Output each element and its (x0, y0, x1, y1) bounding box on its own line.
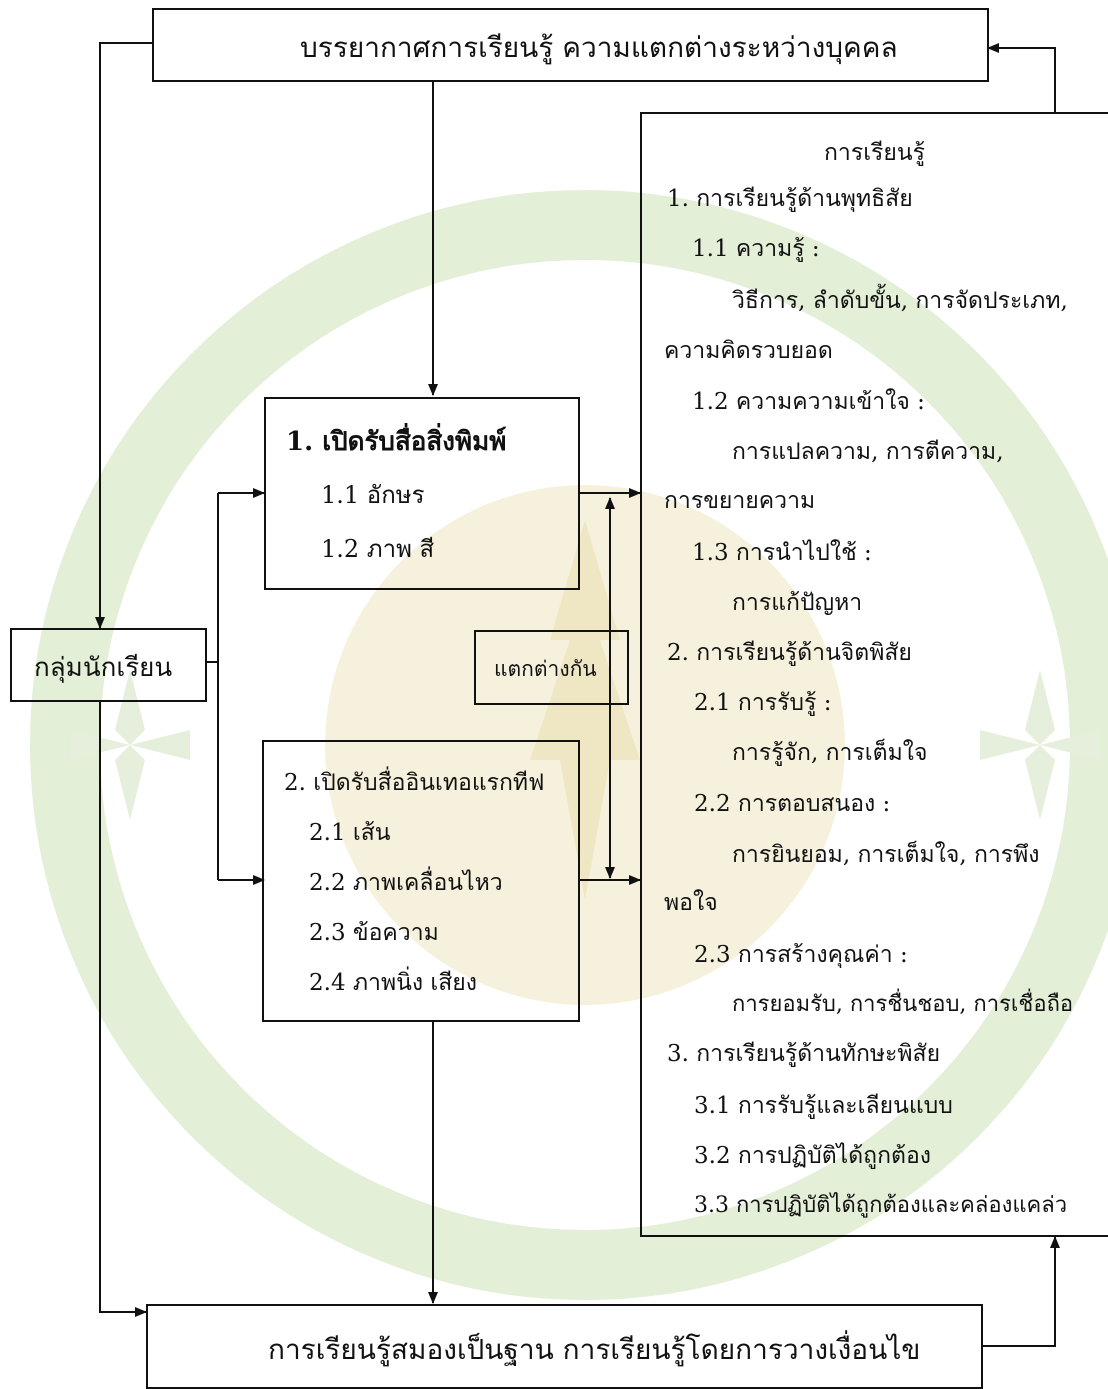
learning-line: 1.2 ความความเข้าใจ : (692, 389, 925, 415)
watermark-ring (30, 190, 1108, 1300)
interactive-media-item: 2.3 ข้อความ (309, 920, 439, 946)
learning-line: ความคิดรวบยอด (664, 338, 833, 364)
learning-line: 3.3 การปฏิบัติได้ถูกต้องและคล่องแคล่ว (694, 1193, 1068, 1218)
student-group-label: กลุ่มนักเรียน (34, 653, 173, 683)
learning-line: 2.1 การรับรู้ : (694, 690, 832, 716)
print-media-item: 1.1 อักษร (321, 481, 425, 509)
interactive-media-title: 2. เปิดรับสื่ออินเทอแรกทีฟ (284, 770, 545, 796)
learning-line: การขยายความ (664, 488, 816, 514)
watermark-emblem-icon (530, 520, 640, 900)
learning-line: การแก้ปัญหา (732, 590, 863, 616)
interactive-media-item: 2.2 ภาพเคลื่อนไหว (309, 870, 503, 896)
difference-label: แตกต่างกัน (494, 657, 597, 681)
arrow-bottom-to-learning (983, 1236, 1060, 1347)
learning-outcomes-title: การเรียนรู้ (824, 140, 925, 166)
arrow-top-to-students (95, 42, 152, 629)
learning-atmosphere-box: บรรยากาศการเรียนรู้ ความแตกต่างระหว่างบุ… (152, 8, 989, 82)
watermark-star-right-icon (980, 670, 1100, 820)
print-media-item: 1.2 ภาพ สี (321, 535, 435, 563)
learning-line: พอใจ (664, 890, 718, 916)
interactive-media-item: 2.4 ภาพนิ่ง เสียง (309, 970, 477, 996)
learning-line: การแปลความ, การตีความ, (732, 439, 1004, 465)
learning-outcomes-box: การเรียนรู้ 1. การเรียนรู้ด้านพุทธิสัย 1… (640, 112, 1108, 1237)
learning-line: 2.2 การตอบสนอง : (694, 791, 891, 817)
learning-line: วิธีการ, ลำดับขั้น, การจัดประเภท, (732, 288, 1068, 314)
difference-box: แตกต่างกัน (474, 630, 629, 705)
learning-line: 3.2 การปฏิบัติได้ถูกต้อง (694, 1143, 931, 1169)
learning-line: 1. การเรียนรู้ด้านพุทธิสัย (667, 186, 913, 212)
brain-based-learning-label: การเรียนรู้สมองเป็นฐาน การเรียนรู้โดยการ… (268, 1333, 921, 1366)
brain-based-learning-box: การเรียนรู้สมองเป็นฐาน การเรียนรู้โดยการ… (146, 1304, 983, 1389)
learning-atmosphere-label: บรรยากาศการเรียนรู้ ความแตกต่างระหว่างบุ… (300, 31, 898, 64)
print-media-title: 1. เปิดรับสื่อสิ่งพิมพ์ (286, 427, 507, 457)
learning-line: การยินยอม, การเต็มใจ, การพึง (732, 842, 1040, 868)
print-media-box: 1. เปิดรับสื่อสิ่งพิมพ์ 1.1 อักษร 1.2 ภา… (264, 397, 580, 590)
interactive-media-item: 2.1 เส้น (309, 820, 391, 846)
arrow-learning-to-top (987, 43, 1056, 112)
learning-line: การรู้จัก, การเต็มใจ (732, 740, 928, 766)
learning-line: 2. การเรียนรู้ด้านจิตพิสัย (667, 640, 912, 666)
learning-line: 1.1 ความรู้ : (692, 236, 820, 262)
interactive-media-box: 2. เปิดรับสื่ออินเทอแรกทีฟ 2.1 เส้น 2.2 … (262, 740, 580, 1022)
learning-line: 1.3 การนำไปใช้ : (692, 540, 872, 566)
learning-line: การยอมรับ, การชื่นชอบ, การเชื่อถือ (732, 992, 1074, 1017)
student-group-box: กลุ่มนักเรียน (10, 628, 207, 702)
learning-line: 3. การเรียนรู้ด้านทักษะพิสัย (667, 1041, 941, 1067)
learning-line: 3.1 การรับรู้และเลียนแบบ (694, 1093, 953, 1119)
learning-line: 2.3 การสร้างคุณค่า : (694, 942, 908, 968)
arrow-students-to-bottom (99, 702, 147, 1317)
